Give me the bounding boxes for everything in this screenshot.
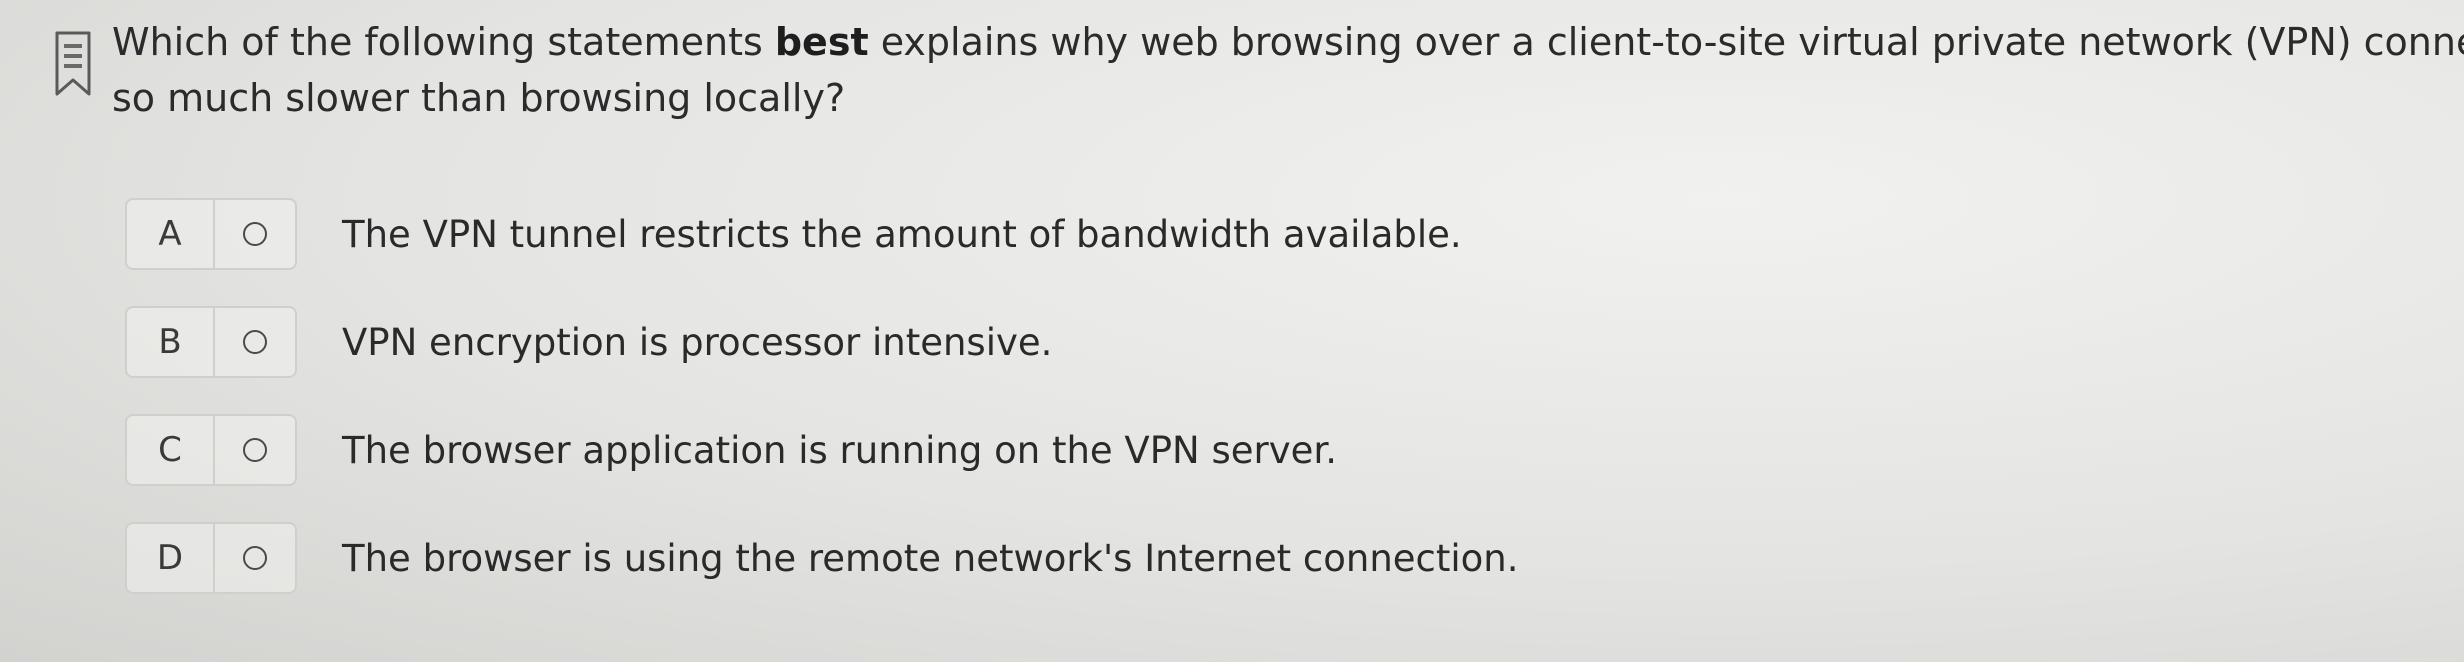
option-d[interactable]: D The browser is using the remote networ… [125, 504, 1925, 612]
option-b[interactable]: B VPN encryption is processor intensive. [125, 288, 1925, 396]
option-radio[interactable] [213, 308, 295, 376]
radio-button-icon [243, 546, 267, 570]
option-letter: A [158, 214, 182, 254]
bookmark-flag-icon[interactable] [54, 30, 92, 98]
option-text: VPN encryption is processor intensive. [342, 320, 1053, 364]
option-selector[interactable]: C [125, 414, 297, 486]
radio-button-icon [243, 222, 267, 246]
radio-button-icon [243, 438, 267, 462]
option-radio[interactable] [213, 200, 295, 268]
option-letter: C [158, 430, 182, 470]
question-text-part: explains why web browsing over a client-… [880, 20, 2464, 64]
option-a[interactable]: A The VPN tunnel restricts the amount of… [125, 180, 1925, 288]
option-selector[interactable]: A [125, 198, 297, 270]
option-c[interactable]: C The browser application is running on … [125, 396, 1925, 504]
option-text: The browser application is running on th… [342, 428, 1337, 472]
option-text: The VPN tunnel restricts the amount of b… [342, 212, 1462, 256]
option-radio[interactable] [213, 416, 295, 484]
option-letter: B [158, 322, 182, 362]
question-text-part: Which of the following statements [112, 20, 775, 64]
option-selector[interactable]: B [125, 306, 297, 378]
option-selector[interactable]: D [125, 522, 297, 594]
question-emphasis: best [774, 20, 869, 64]
question-text-part: so much slower than browsing locally? [112, 76, 846, 120]
option-radio[interactable] [213, 524, 295, 592]
option-text: The browser is using the remote network'… [342, 536, 1519, 580]
question-text: Which of the following statements best e… [112, 14, 2464, 126]
answer-options: A The VPN tunnel restricts the amount of… [125, 180, 1925, 612]
option-letter: D [156, 538, 184, 578]
radio-button-icon [243, 330, 267, 354]
